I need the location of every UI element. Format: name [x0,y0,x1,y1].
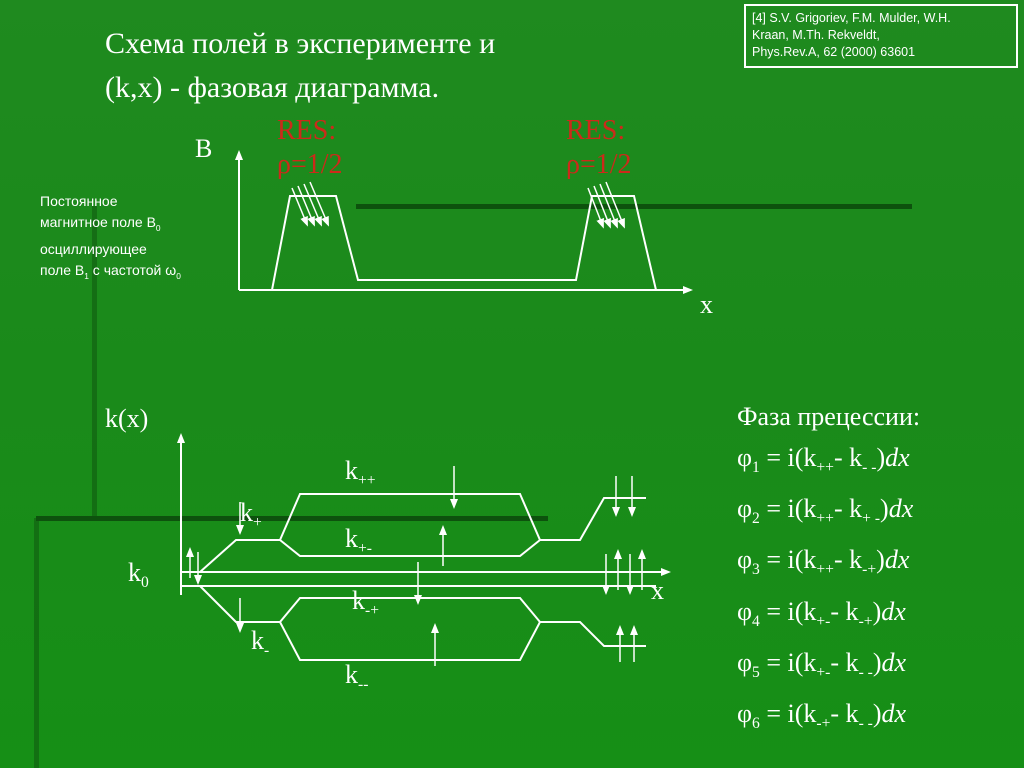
k-mp-path [279,597,541,623]
title-line-1: Схема полей в эксперименте и [105,27,496,60]
reference-line-1: [4] S.V. Grigoriev, F.M. Mulder, W.H. [752,11,951,25]
res-arrows-left [291,181,329,227]
template-bar-1-vertical [92,206,97,518]
res-left-line-1: RES: [277,115,337,146]
reference-line-3: Phys.Rev.A, 62 (2000) 63601 [752,45,916,59]
bottom-y-axis-label: k(x) [105,404,149,433]
top-x-axis-label: x [700,290,713,319]
k-pp-label: k++ [345,456,376,490]
title-line-2: (k,x) - фазовая диаграмма. [105,71,440,104]
field-note-line-3: осциллирующее [40,240,147,257]
field-note-line-4: поле B1 с частотой ω0 [40,261,181,281]
slide-title: Схема полей в эксперименте и (k,x) - фаз… [105,22,665,110]
k-minus-label: k- [251,626,270,660]
top-y-axis-label: B [195,134,213,163]
k-pm-path [279,539,541,557]
k-plus-label: k+ [240,498,262,532]
res-right-line-2: ρ=1/2 [566,149,632,180]
equations-heading: Фаза прецессии: [737,402,921,431]
res-right-line-1: RES: [566,115,626,146]
k-pm-label: k+- [345,524,372,558]
field-profile [271,195,657,291]
res-left-line-2: ρ=1/2 [277,149,343,180]
precession-phase-block: Фаза прецессии: φ1 = i(k++- k- -)dx φ2 = … [737,396,920,744]
k-mm-label: k-- [345,660,369,694]
k-plus-path [199,493,646,573]
k-mp-label: k-+ [352,586,379,620]
equation-row: φ1 = i(k++- k- -)dx [737,443,910,477]
equation-row: φ6 = i(k-+- k- -)dx [737,698,907,733]
k-minus-path [199,585,646,661]
field-note: Постоянное магнитное поле B0 осциллирующ… [40,191,181,287]
reference-box: [4] S.V. Grigoriev, F.M. Mulder, W.H. Kr… [744,4,1018,68]
field-note-line-1: Постоянное [40,193,118,209]
equation-row: φ3 = i(k++- k-+)dx [737,545,910,579]
template-bar-2 [36,516,548,521]
k0-label: k0 [128,558,149,592]
res-arrows-right [587,181,625,229]
equation-list: φ1 = i(k++- k- -)dx φ2 = i(k++- k+ -)dx φ3… [737,437,920,744]
res-label-left: RES: ρ=1/2 [277,114,343,182]
bottom-x-axis-label: x [651,576,664,605]
field-note-line-2: магнитное поле B0 [40,214,161,233]
res-label-right: RES: ρ=1/2 [566,114,632,182]
equation-row: φ4 = i(k+-- k-+)dx [737,596,906,630]
equation-row: φ2 = i(k++- k+ -)dx [737,494,914,528]
spin-arrows [186,466,646,666]
template-bar-1 [356,204,912,209]
template-bar-2-vertical [34,518,39,768]
equation-row: φ5 = i(k+-- k- -)dx [737,647,907,681]
reference-line-2: Kraan, M.Th. Rekveldt, [752,28,880,42]
